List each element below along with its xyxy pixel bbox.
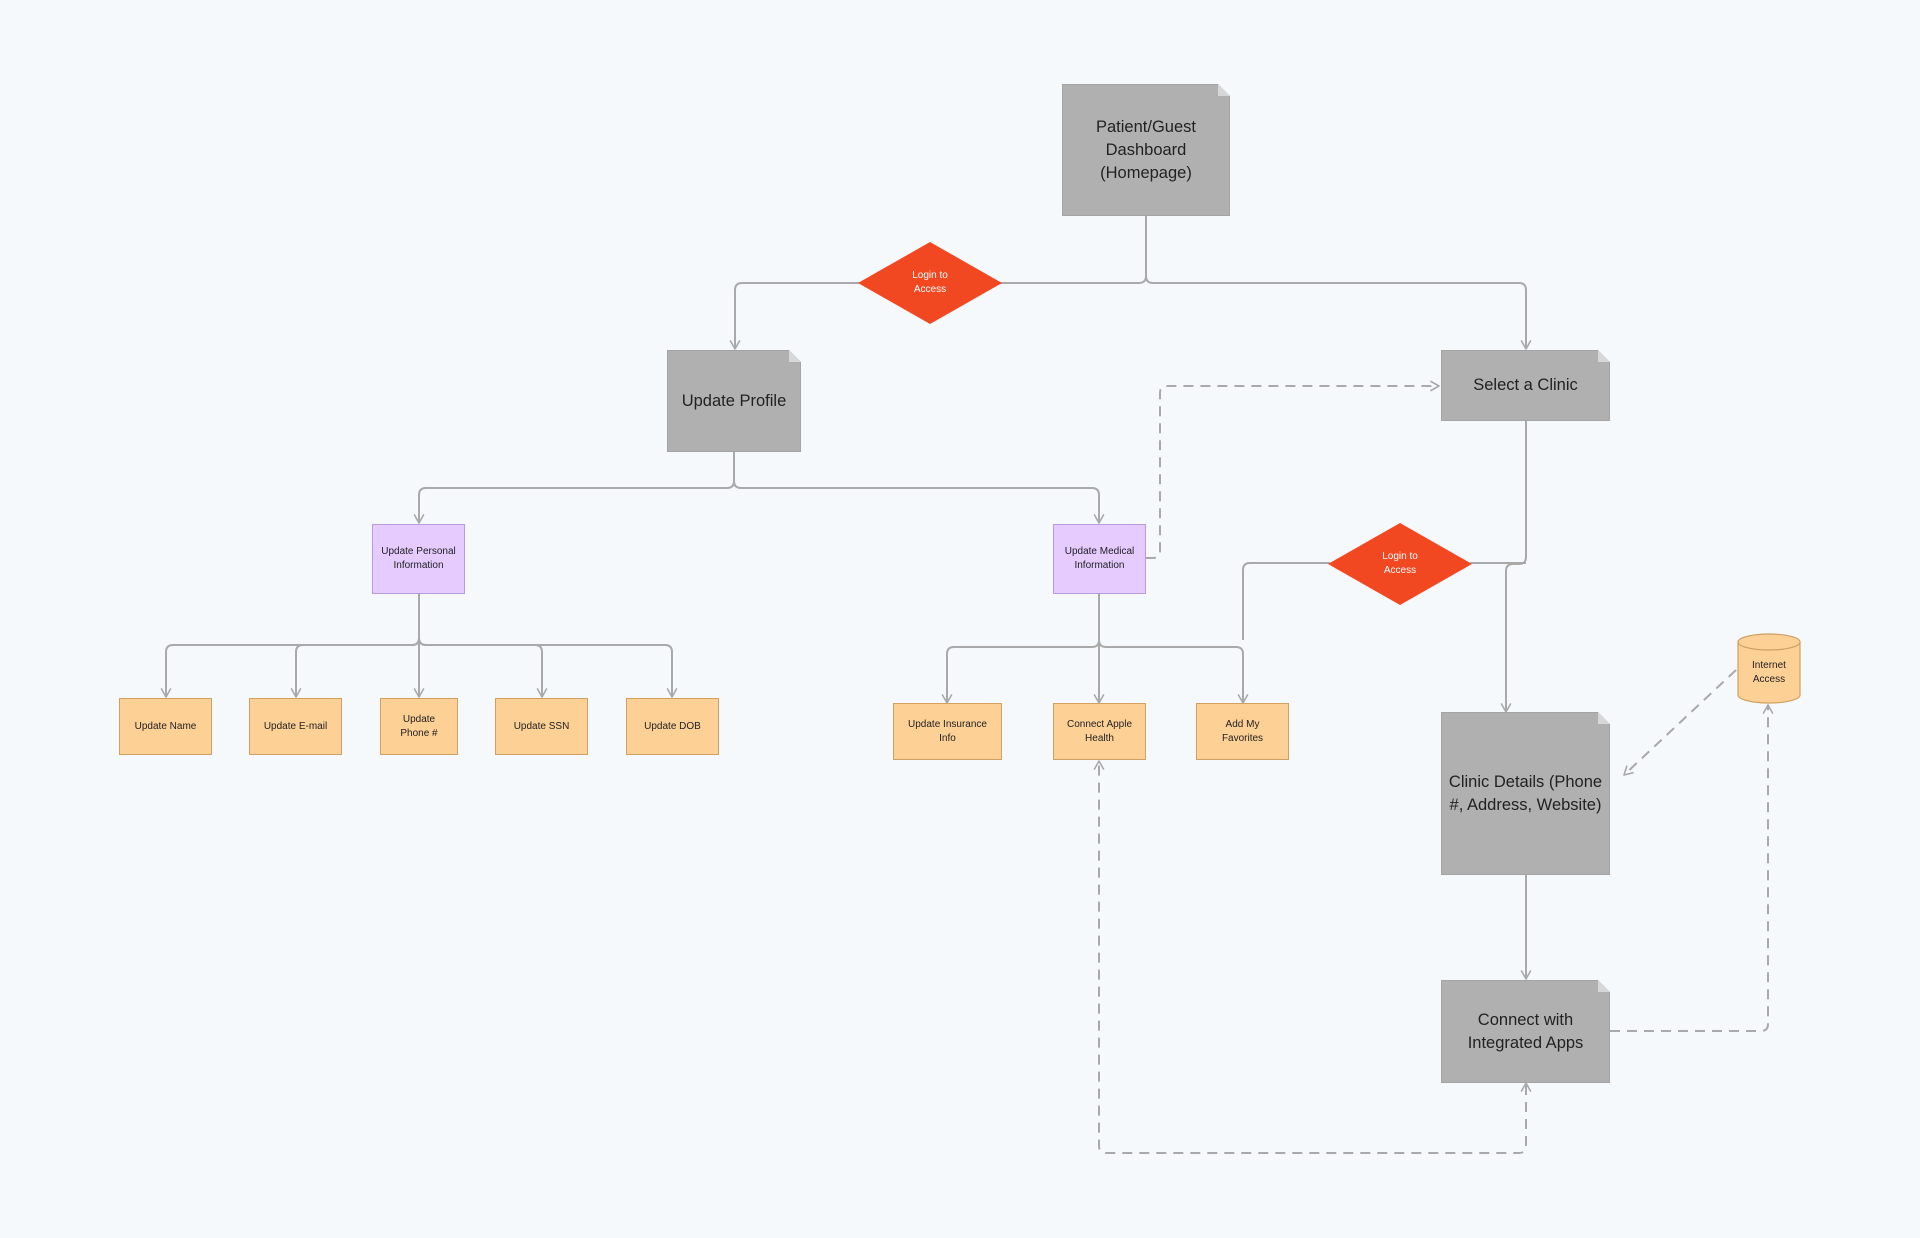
login-decision-1[interactable]: Login to Access [858, 242, 1002, 324]
update-phone-label: Update Phone # [400, 713, 438, 739]
update-ssn-label: Update SSN [513, 720, 570, 732]
edge-personal-dob [418, 594, 678, 698]
login-decision-2[interactable]: Login to Access [1328, 523, 1472, 605]
update-dob-label: Update DOB [644, 720, 701, 732]
update-ssn-node[interactable]: Update SSN [495, 698, 588, 755]
edge-integrated-internet [1610, 704, 1774, 1032]
connect-integrated-label: Connect with Integrated Apps [1467, 1010, 1584, 1052]
edge-integrated-apple-health [1093, 760, 1527, 1154]
internet-access-node[interactable]: Internet Access [1737, 633, 1801, 705]
edge-medical-insurance [941, 594, 1100, 704]
connect-apple-health-node[interactable]: Connect Apple Health [1053, 703, 1146, 760]
edge-clinic-details [1500, 421, 1527, 713]
edge-medical-select-clinic [1146, 380, 1440, 559]
update-profile-node[interactable]: Update Profile [667, 350, 801, 452]
update-email-label: Update E-mail [263, 720, 328, 732]
internet-access-label: Internet Access [1752, 660, 1786, 685]
dashboard-node[interactable]: Patient/Guest Dashboard (Homepage) [1062, 84, 1230, 216]
database-cylinder-icon [1737, 633, 1801, 704]
update-insurance-node[interactable]: Update Insurance Info [893, 703, 1002, 760]
diamond-shape [1328, 523, 1472, 605]
select-clinic-node[interactable]: Select a Clinic [1441, 350, 1610, 421]
diamond-shape [858, 242, 1002, 324]
login-decision-2-label: Login to Access [1382, 551, 1418, 576]
clinic-details-label: Clinic Details (Phone #, Address, Websit… [1448, 772, 1603, 814]
login-decision-1-label: Login to Access [912, 270, 948, 295]
update-personal-node[interactable]: Update Personal Information [372, 524, 465, 594]
update-name-label: Update Name [134, 720, 197, 732]
update-name-node[interactable]: Update Name [119, 698, 212, 755]
update-email-node[interactable]: Update E-mail [249, 698, 342, 755]
edge-medical-favorites [1098, 594, 1249, 704]
edge-personal-email [290, 594, 420, 698]
dashboard-label: Patient/Guest Dashboard (Homepage) [1096, 117, 1196, 182]
update-personal-label: Update Personal Information [381, 546, 456, 571]
add-favorites-node[interactable]: Add My Favorites [1196, 703, 1289, 760]
add-favorites-label: Add My Favorites [1221, 718, 1264, 744]
update-dob-node[interactable]: Update DOB [626, 698, 719, 755]
update-insurance-label: Update Insurance Info [908, 718, 987, 744]
update-medical-node[interactable]: Update Medical Information [1053, 524, 1146, 594]
connect-apple-health-label: Connect Apple Health [1066, 718, 1133, 744]
update-phone-node[interactable]: Update Phone # [380, 698, 458, 755]
edge-login-favorites [1242, 562, 1330, 640]
edge-profile-personal [413, 452, 735, 524]
edge-internet-details [1623, 669, 1737, 776]
clinic-details-node[interactable]: Clinic Details (Phone #, Address, Websit… [1441, 712, 1610, 875]
update-medical-label: Update Medical Information [1064, 546, 1135, 571]
edge-profile-medical [733, 452, 1105, 524]
edge-dashboard-select-clinic [1145, 216, 1532, 350]
select-clinic-label: Select a Clinic [1473, 376, 1578, 394]
update-profile-label: Update Profile [681, 391, 787, 410]
connect-integrated-node[interactable]: Connect with Integrated Apps [1441, 980, 1610, 1083]
